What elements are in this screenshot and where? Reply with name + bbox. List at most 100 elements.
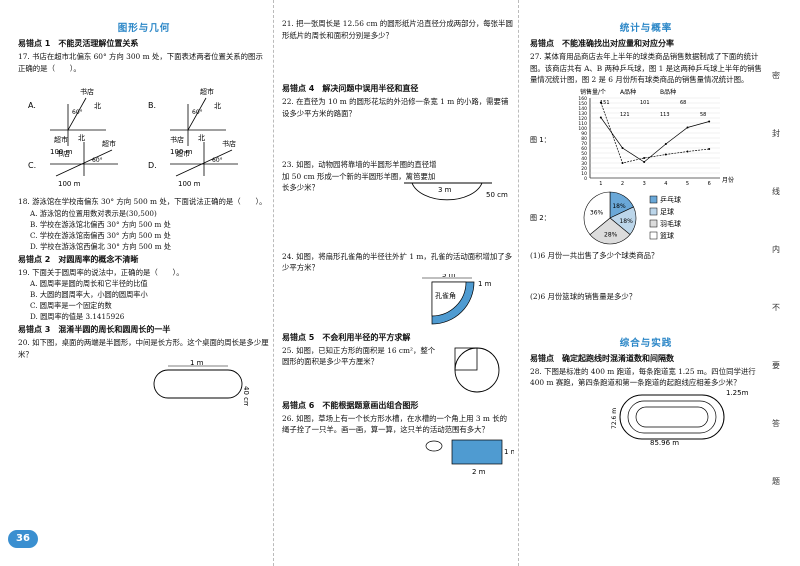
question-17: 17. 书店在超市北偏东 60° 方向 300 m 处，下面表述两者位置关系的图… (18, 52, 263, 73)
label-supermarket: 超市 (102, 139, 116, 148)
question-27: 27. 某体育用品商店去年上半年的球类商品销售数据制成了下面的统计图。该商店共有… (530, 52, 762, 84)
line-chart: 图 1：销售量/个月份01020304050607080901001101201… (530, 88, 734, 187)
margin-char: 题 (772, 477, 780, 486)
y-tick-label: 40 (581, 156, 587, 162)
q18-option-a: A. 游泳馆的位置用数对表示是(30,500) (30, 208, 157, 218)
divider (518, 0, 519, 566)
column-right: 统计与概率 易错点 不能准确找出对应量和对应分率 27. 某体育用品商店去年上半… (530, 18, 762, 451)
scale-label: 100 m (170, 148, 193, 156)
label-angle: 60° (192, 109, 203, 116)
error-point-2: 易错点 2 对圆周率的概念不清晰 (18, 254, 139, 264)
x-tick-label: 3 (643, 181, 646, 186)
question-23: 23. 如图，动物园将靠墙的半圆形羊圈的直径增加 50 cm 形成一个新的半圆形… (282, 160, 437, 192)
dim-lane-width: 1.25m (726, 389, 749, 397)
y-tick-label: 110 (578, 121, 587, 127)
dim-5m: 5 m (442, 274, 456, 279)
q19-option-c: C. 圆周率是一个固定的数 (30, 301, 112, 310)
dim-track-diameter: 72.6 m (611, 407, 618, 428)
margin-char: 答 (772, 419, 780, 428)
question-18: 18. 游泳馆在学校南偏东 30° 方向 500 m 处，下面说法正确的是（ ）… (18, 197, 267, 206)
divider (273, 0, 274, 566)
legend-entry: B品种 (660, 88, 676, 96)
question-27-1: (1)6 月份一共出售了多少个球类商品？ (530, 250, 659, 260)
label-bookstore: 书店 (80, 87, 94, 96)
page-number: 36 (8, 530, 38, 548)
fig2-label: 图 2： (530, 214, 551, 222)
label-supermarket: 超市 (176, 149, 190, 158)
label-bookstore: 书店 (170, 135, 184, 144)
q19-option-a: A. 圆周率是圆的周长和它半径的比值 (30, 279, 148, 288)
dim-1m-c: 1 m (504, 448, 514, 456)
y-tick-label: 0 (584, 176, 587, 182)
q19-option-b: B. 大圆的圆周率大，小圆的圆周率小 (30, 290, 148, 299)
question-24: 24. 如图，将扇形孔雀角的半径往外扩 1 m，孔雀的活动面积增加了多少平方米？ (282, 251, 513, 273)
label-bookstore: 书店 (222, 139, 236, 148)
data-label: 58 (700, 112, 706, 118)
question-19: 19. 下面关于圆周率的说法中，正确的是（ ）。 (18, 267, 184, 277)
label-angle: 60° (72, 109, 83, 116)
error-point-4: 易错点 4 解决问题中误用半径和直径 (282, 84, 419, 93)
dim-2m: 2 m (472, 468, 486, 476)
question-25: 25. 如图，已知正方形的面积是 16 cm²，整个圆形的面积是多少平方厘米？ (282, 345, 436, 367)
x-tick-label: 6 (708, 181, 711, 186)
dim-1m-b: 1 m (478, 280, 492, 288)
legend-label: 足球 (660, 207, 674, 216)
question-21: 21. 把一张周长是 12.56 cm 的圆形纸片沿直径分成两部分，每张半圆形纸… (282, 19, 513, 40)
margin-char: 不 (772, 303, 780, 312)
label-angle: 60° (212, 157, 223, 164)
legend-swatch (649, 207, 658, 215)
label-supermarket: 超市 (200, 87, 214, 96)
scale-label: 100 m (178, 180, 201, 188)
x-tick-label: 4 (664, 181, 667, 186)
margin-char: 要 (772, 361, 780, 370)
y-tick-label: 10 (581, 171, 587, 177)
y-tick-label: 50 (581, 151, 587, 157)
data-label: 151 (600, 100, 610, 106)
label-north: 北 (78, 134, 85, 142)
error-point: 易错点 不能准确找出对应量和对应分率 (530, 39, 674, 48)
fig1-label: 图 1： (530, 136, 551, 144)
margin-char: 封 (772, 129, 780, 138)
y-tick-label: 120 (578, 116, 587, 122)
column-middle: 21. 把一张周长是 12.56 cm 的圆形纸片沿直径分成两部分，每张半圆形纸… (282, 18, 518, 482)
dim-40cm: 40 cm (242, 386, 250, 406)
trough-diagram: 2 m 1 m (425, 439, 518, 476)
y-tick-label: 130 (578, 111, 587, 117)
q17-diagrams: A. 书店 超市 60° 北 100 m B. 超市 书店 60° 北 100 … (28, 87, 238, 188)
x-tick-label: 2 (621, 181, 624, 186)
question-28: 28. 下图是标准的 400 m 跑道，每条跑道宽 1.25 m。四位同学进行 … (530, 366, 756, 388)
q18-option-b: B. 学校在游泳馆北偏西 30° 方向 500 m 处 (30, 219, 171, 229)
series-line-b (600, 101, 710, 163)
legend-label: 乒乓球 (660, 195, 681, 204)
y-tick-label: 90 (581, 131, 587, 137)
dim-track-length: 85.96 m (650, 439, 679, 447)
q18-option-d: D. 学校在游泳馆西偏北 30° 方向 500 m 处 (30, 241, 172, 251)
legend-swatch (649, 231, 658, 239)
error-point-5: 易错点 5 不会利用半径的平方求解 (282, 332, 411, 342)
pie-slice (583, 191, 611, 235)
pie-label: 18% (619, 217, 633, 224)
data-label: 113 (660, 112, 670, 118)
y-tick-label: 60 (581, 146, 587, 152)
error-point-2: 易错点 确定起跑线时混淆道数和间隔数 (530, 353, 674, 363)
pie-label: 28% (604, 231, 618, 238)
scale-label: 100 m (58, 180, 81, 188)
question-26: 26. 如图，草场上有一个长方形水槽，在水槽的一个角上用 3 m 长的绳子拴了一… (282, 413, 508, 435)
label-angle: 60° (92, 157, 103, 164)
y-tick-label: 80 (581, 136, 587, 142)
data-point-b (643, 156, 646, 159)
column-left: 图形与几何 易错点 1 不能灵活理解位置关系 17. 书店在超市北偏东 60° … (18, 18, 270, 410)
legend-swatch (649, 219, 658, 227)
pie-slice (589, 217, 631, 244)
label-north: 北 (214, 102, 221, 110)
question-20: 20. 如下图，桌面的两端是半圆形，中间是长方形。这个桌面的周长是多少厘米？ (18, 338, 269, 359)
option-a-label: A. (28, 101, 36, 110)
data-label: 121 (620, 112, 630, 118)
legend-entry: A品种 (620, 88, 636, 96)
margin-char: 线 (772, 187, 780, 196)
x-tick-label: 1 (599, 181, 602, 186)
option-c-label: C. (28, 161, 36, 170)
legend-label: 羽毛球 (660, 219, 681, 228)
